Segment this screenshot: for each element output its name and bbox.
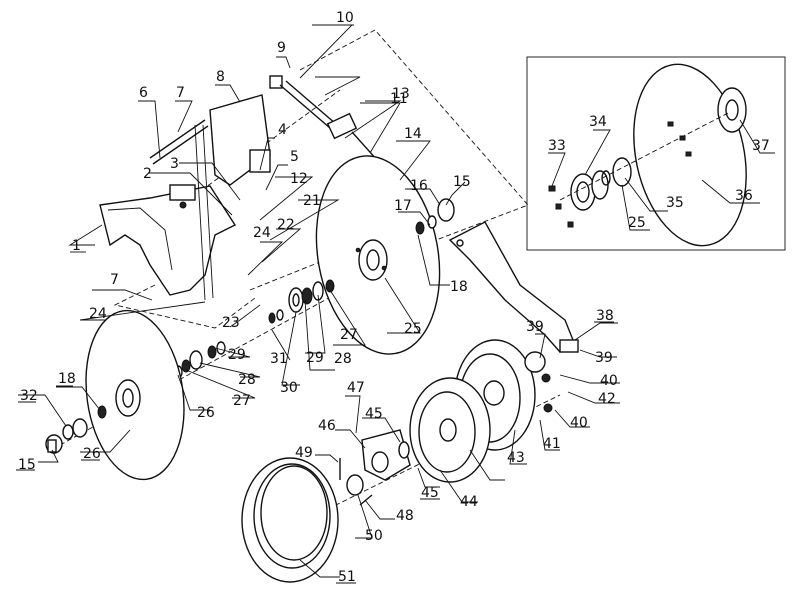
callout-33: 34 [589, 114, 607, 130]
depth-arm [448, 221, 579, 353]
callout-34: 35 [666, 195, 684, 211]
callout-42: 43 [507, 450, 525, 466]
callout-17: 17 [394, 198, 412, 214]
callout-5: 5 [290, 149, 299, 165]
callout-39-top: 39 [595, 350, 613, 366]
callout-16: 16 [410, 178, 428, 194]
callout-46: 47 [347, 380, 365, 396]
callout-27-mid: 27 [233, 393, 251, 409]
upper-bracket [194, 94, 271, 301]
callouts: 10 9 13 11 14 6 7 8 4 5 3 2 12 21 22 24 … [18, 10, 770, 585]
frame-bracket [99, 184, 237, 296]
callout-28-mid: 28 [238, 372, 256, 388]
callout-11: 11 [390, 91, 408, 107]
callout-26-top: 27 [340, 327, 358, 343]
callout-35: 36 [735, 188, 753, 204]
tire [241, 457, 339, 583]
callout-24-top: 25 [404, 321, 422, 337]
callout-20: 22 [277, 217, 295, 233]
callout-18-top: 18 [450, 279, 468, 295]
callout-31: 32 [20, 388, 38, 404]
disc-lower [45, 309, 185, 481]
callout-22: 24 [253, 225, 271, 241]
callout-2: 2 [143, 166, 152, 182]
disc-upper [315, 155, 455, 355]
callout-48: 49 [295, 445, 313, 461]
callout-19: 21 [303, 193, 321, 209]
callout-43: 44 [460, 494, 478, 510]
callout-24-low: 26 [83, 446, 101, 462]
callout-7-top: 7 [176, 85, 185, 101]
callout-44: 45 [421, 485, 439, 501]
callout-1: 1 [72, 238, 81, 254]
callout-4: 4 [278, 122, 287, 138]
callout-36: 37 [752, 138, 770, 154]
hub-bracket [339, 429, 411, 506]
callout-6: 6 [139, 85, 148, 101]
callout-26-mid: 26 [197, 405, 215, 421]
callout-28-top: 29 [306, 350, 324, 366]
inner-wheel [409, 377, 553, 483]
callout-25: 25 [628, 215, 646, 231]
callout-15-low: 15 [18, 457, 36, 473]
callout-49: 50 [365, 528, 383, 544]
callout-15-top: 15 [453, 174, 471, 190]
callout-12: 12 [290, 171, 308, 187]
callout-29-top: 29 [228, 347, 246, 363]
callout-21: 23 [222, 315, 240, 331]
callout-10: 10 [336, 10, 354, 26]
leader-lines [18, 24, 775, 578]
callout-23: 24 [89, 306, 107, 322]
callout-45-a: 45 [365, 406, 383, 422]
callout-18-low: 18 [58, 371, 76, 387]
callout-7-mid: 7 [110, 272, 119, 288]
callout-50: 51 [338, 569, 356, 585]
callout-30: 31 [270, 351, 288, 367]
callout-40-low: 41 [543, 436, 561, 452]
callout-8: 8 [216, 69, 225, 85]
callout-47: 48 [396, 508, 414, 524]
callout-13: 13 [392, 86, 410, 102]
callout-38: 39 [526, 319, 544, 335]
callout-9: 9 [277, 40, 286, 56]
callout-27-top: 28 [334, 351, 352, 367]
callout-29-mid: 30 [280, 380, 298, 396]
callout-41: 42 [598, 391, 616, 407]
callout-39-low: 40 [570, 415, 588, 431]
washer-stack [173, 279, 335, 379]
callout-32: 33 [548, 138, 566, 154]
callout-40-top: 40 [600, 373, 618, 389]
label-underlines [16, 24, 614, 584]
callout-14: 14 [404, 126, 422, 142]
callout-3: 3 [170, 156, 179, 172]
callout-37: 38 [596, 308, 614, 324]
inset-box [526, 56, 786, 251]
callout-45-b: 46 [318, 418, 336, 434]
